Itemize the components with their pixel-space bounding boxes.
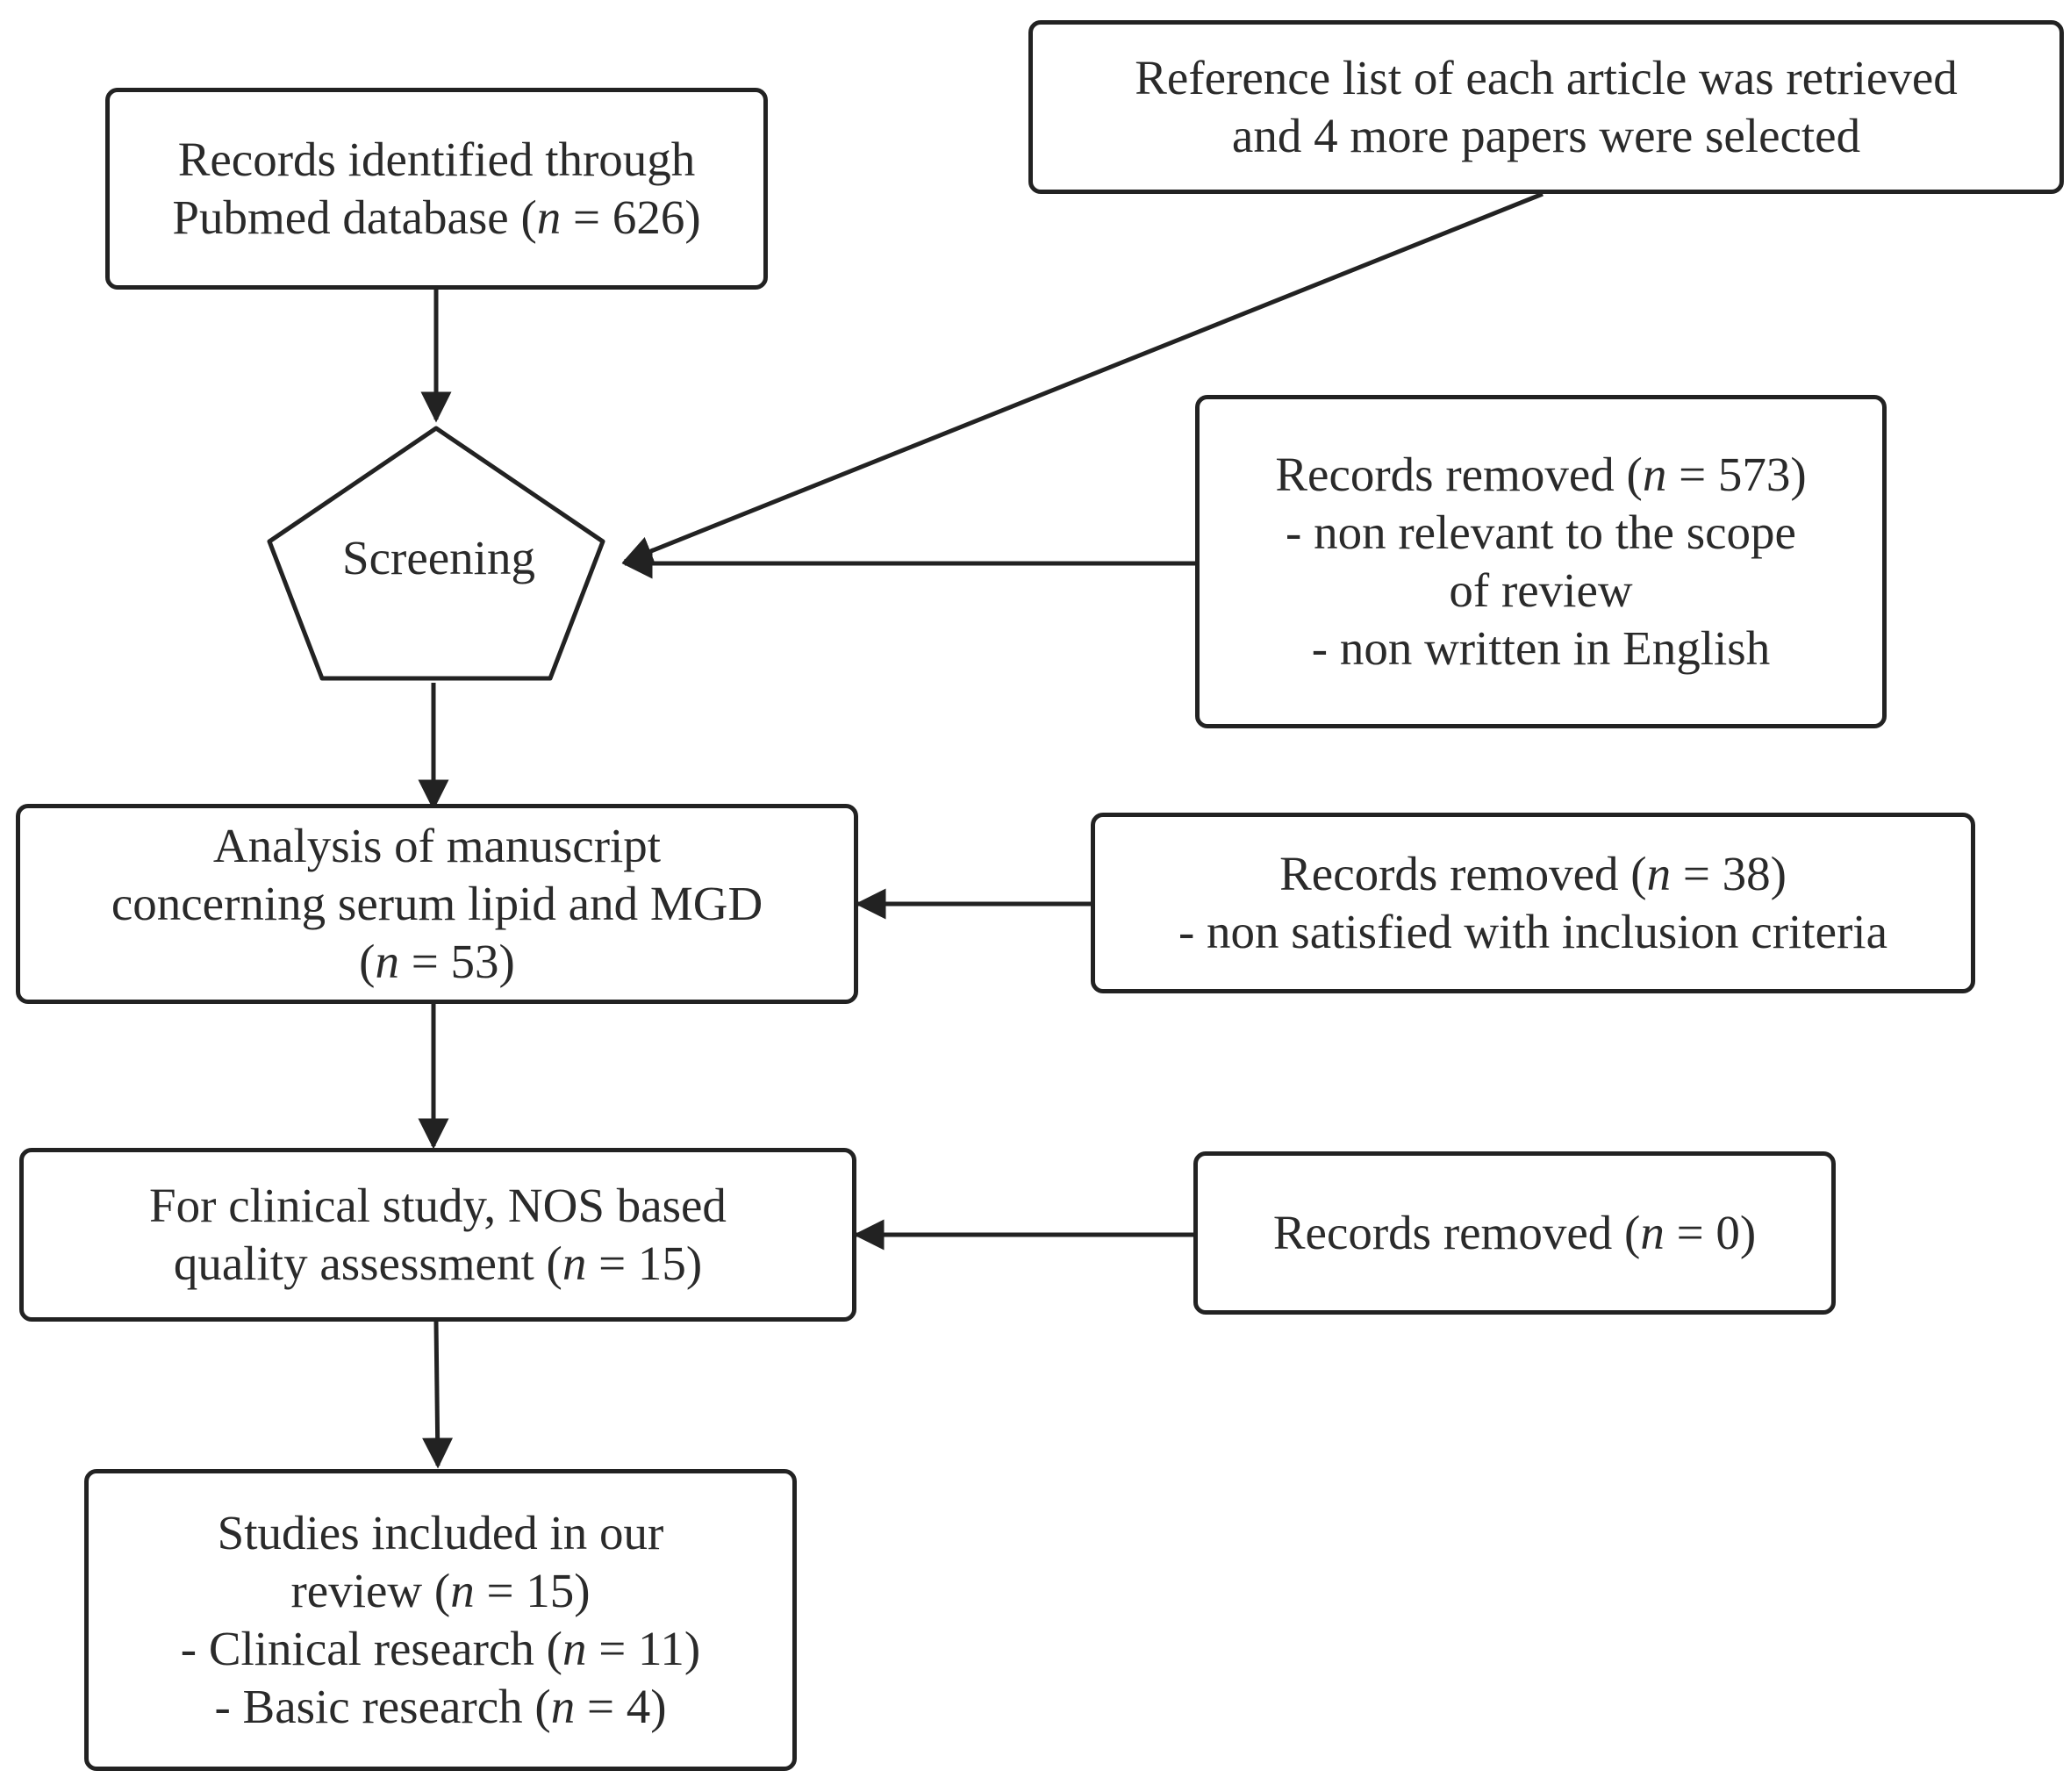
box-text-line: Records removed (n = 573) — [1275, 446, 1806, 504]
text-run: Records removed ( — [1272, 1206, 1641, 1259]
records-removed-573-box: Records removed (n = 573)- non relevant … — [1195, 395, 1887, 728]
records-removed-38-box: Records removed (n = 38)- non satisfied … — [1091, 813, 1975, 993]
text-run: review ( — [290, 1564, 451, 1617]
box-text-line: - Basic research (n = 4) — [214, 1678, 666, 1736]
text-run: - non written in English — [1311, 621, 1771, 675]
box-text-line: (n = 53) — [359, 933, 515, 991]
box-text-line: concerning serum lipid and MGD — [111, 875, 763, 933]
text-run: of review — [1449, 563, 1633, 617]
box-text-line: - non satisfied with inclusion criteria — [1178, 903, 1887, 961]
n-symbol: n — [450, 1564, 475, 1617]
text-run: ( — [359, 935, 376, 988]
n-symbol: n — [550, 1680, 576, 1733]
text-run: - Clinical research ( — [180, 1622, 562, 1675]
text-run: Records removed ( — [1275, 448, 1643, 501]
n-symbol: n — [1642, 448, 1667, 501]
text-run: Records identified through — [177, 133, 696, 186]
box-text-line: - Clinical research (n = 11) — [181, 1620, 701, 1678]
text-run: Reference list of each article was retri… — [1135, 51, 1958, 104]
reference-list-box: Reference list of each article was retri… — [1028, 20, 2064, 194]
box-text-line: Records removed (n = 0) — [1273, 1204, 1756, 1262]
text-run: = 626) — [561, 190, 701, 244]
text-run: Records removed ( — [1279, 847, 1647, 900]
text-run: = 0) — [1664, 1206, 1757, 1259]
screening-pentagon — [267, 426, 605, 681]
box-text-line: - non relevant to the scope — [1286, 504, 1796, 562]
n-symbol: n — [1646, 847, 1672, 900]
text-run: = 15) — [474, 1564, 591, 1617]
box-text-line: review (n = 15) — [290, 1562, 590, 1620]
text-run: = 573) — [1666, 448, 1807, 501]
text-run: = 15) — [586, 1236, 703, 1290]
n-symbol: n — [1640, 1206, 1665, 1259]
text-run: Studies included in our — [217, 1506, 664, 1559]
screening-label: Screening — [342, 530, 535, 584]
box-text-line: Reference list of each article was retri… — [1135, 49, 1958, 107]
text-run: - Basic research ( — [214, 1680, 551, 1733]
text-run: and 4 more papers were selected — [1231, 109, 1861, 162]
box-text-line: Studies included in our — [218, 1504, 664, 1562]
n-symbol: n — [562, 1622, 587, 1675]
box-text-line: For clinical study, NOS based — [149, 1177, 727, 1235]
text-run: Analysis of manuscript — [212, 819, 662, 872]
box-text-line: - non written in English — [1312, 620, 1770, 677]
text-run: quality assessment ( — [173, 1236, 562, 1290]
text-run: = 53) — [398, 935, 515, 988]
edge-reference-to-screening — [621, 191, 1544, 566]
text-run: Pubmed database ( — [172, 190, 537, 244]
text-run: = 4) — [575, 1680, 667, 1733]
box-text-line: and 4 more papers were selected — [1232, 107, 1860, 165]
edge-nos-to-included — [422, 1321, 454, 1469]
n-symbol: n — [375, 935, 399, 988]
box-text-line: Records identified through — [178, 131, 696, 189]
records-removed-0-box: Records removed (n = 0) — [1193, 1151, 1836, 1315]
box-text-line: Records removed (n = 38) — [1279, 845, 1787, 903]
n-symbol: n — [536, 190, 562, 244]
text-run: concerning serum lipid and MGD — [111, 877, 763, 930]
box-text-line: quality assessment (n = 15) — [174, 1235, 702, 1293]
n-symbol: n — [562, 1236, 587, 1290]
text-run: - non relevant to the scope — [1286, 505, 1796, 559]
box-text-line: of review — [1449, 562, 1632, 620]
box-text-line: Analysis of manuscript — [213, 817, 661, 875]
text-run: = 38) — [1671, 847, 1787, 900]
box-text-line: Pubmed database (n = 626) — [172, 189, 700, 247]
text-run: = 11) — [586, 1622, 701, 1675]
text-run: - non satisfied with inclusion criteria — [1178, 905, 1887, 958]
text-run: For clinical study, NOS based — [149, 1179, 727, 1232]
